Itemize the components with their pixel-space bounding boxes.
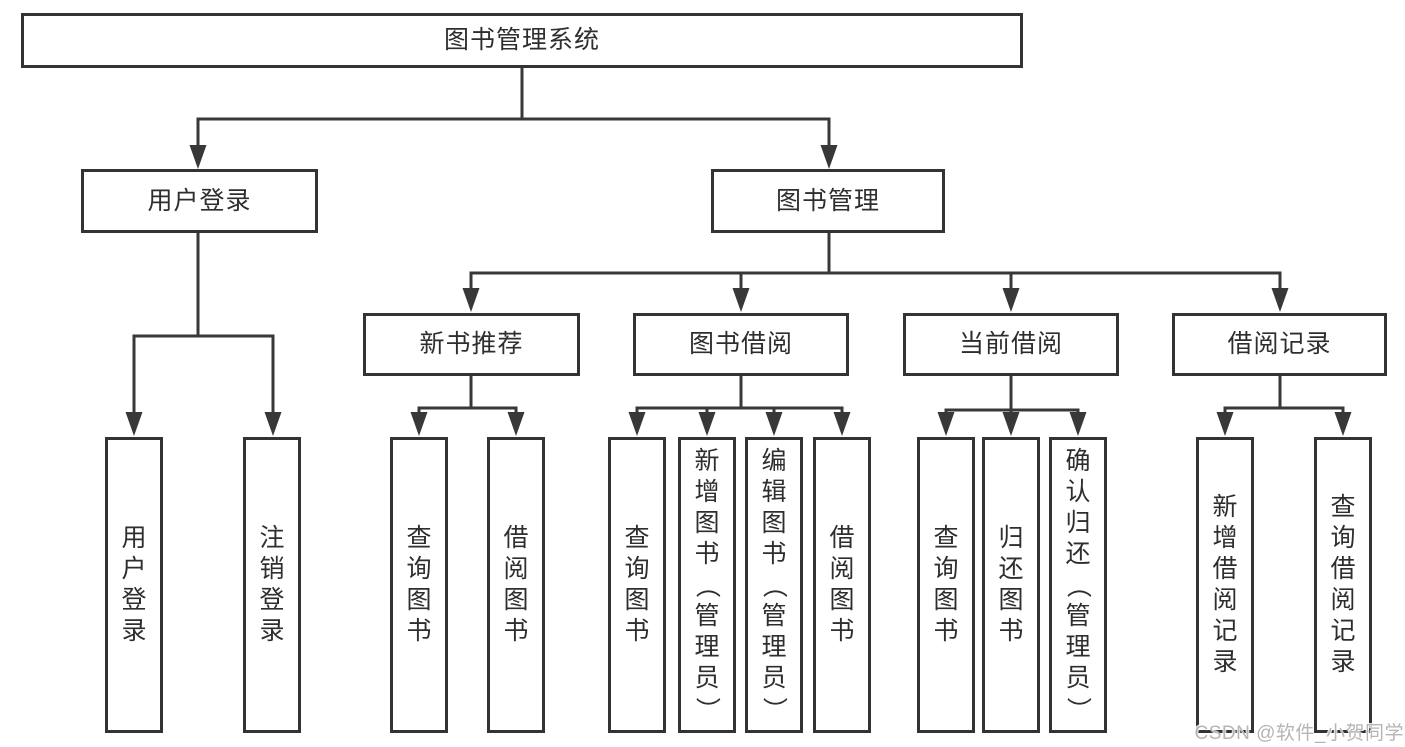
leaf-cb-confirm-return-admin: 确认归还（管理员）: [1049, 437, 1107, 733]
arrowhead-icon: [1271, 288, 1289, 312]
node-label: 借阅记录: [1227, 330, 1332, 358]
leaf-bb-query-books: 查询图书: [608, 437, 666, 733]
arrowhead-icon: [820, 145, 838, 169]
node-label: 图书借阅: [688, 330, 793, 358]
leaf-br-add-record: 新增借阅记录: [1196, 437, 1254, 733]
arrowhead-icon: [462, 288, 480, 312]
arrowhead-icon: [628, 412, 646, 436]
leaf-cb-return-books: 归还图书: [982, 437, 1040, 733]
node-new-book-recommendation: 新书推荐: [363, 313, 580, 376]
leaf-user-login: 用户登录: [105, 437, 163, 733]
node-label: 图书管理系统: [443, 26, 600, 54]
arrowhead-icon: [189, 145, 207, 169]
arrowhead-icon: [1002, 412, 1020, 436]
node-library-management-system: 图书管理系统: [21, 13, 1023, 68]
arrowhead-icon: [507, 412, 525, 436]
leaf-cb-query-books: 查询图书: [917, 437, 975, 733]
arrowhead-icon: [1002, 288, 1020, 312]
arrowhead-icon: [125, 412, 143, 436]
node-label: 图书管理: [775, 186, 880, 215]
leaf-nb-borrow-books: 借阅图书: [487, 437, 545, 733]
node-book-borrowing: 图书借阅: [633, 313, 849, 376]
arrowhead-icon: [1216, 412, 1234, 436]
arrowhead-icon: [264, 412, 282, 436]
leaf-nb-query-books: 查询图书: [390, 437, 448, 733]
arrowhead-icon: [1069, 412, 1087, 436]
arrowhead-icon: [732, 288, 750, 312]
node-label: 新书推荐: [419, 330, 524, 358]
arrowhead-icon: [1334, 412, 1352, 436]
arrowhead-icon: [410, 412, 428, 436]
arrowhead-icon: [698, 412, 716, 436]
node-current-borrowing: 当前借阅: [903, 313, 1119, 376]
node-user-login: 用户登录: [81, 169, 318, 233]
node-label: 用户登录: [147, 186, 252, 215]
node-label: 当前借阅: [958, 330, 1063, 358]
leaf-br-query-record: 查询借阅记录: [1314, 437, 1372, 733]
leaf-bb-borrow-books: 借阅图书: [813, 437, 871, 733]
leaf-logout-login: 注销登录: [243, 437, 301, 733]
node-borrowing-records: 借阅记录: [1172, 313, 1387, 376]
watermark: CSDN @软件_小贺同学: [1194, 723, 1404, 744]
arrowhead-icon: [833, 412, 851, 436]
node-book-management: 图书管理: [711, 169, 945, 233]
arrowhead-icon: [765, 412, 783, 436]
leaf-bb-add-books-admin: 新增图书（管理员）: [678, 437, 736, 733]
leaf-bb-edit-books-admin: 编辑图书（管理员）: [745, 437, 803, 733]
arrowhead-icon: [937, 412, 955, 436]
